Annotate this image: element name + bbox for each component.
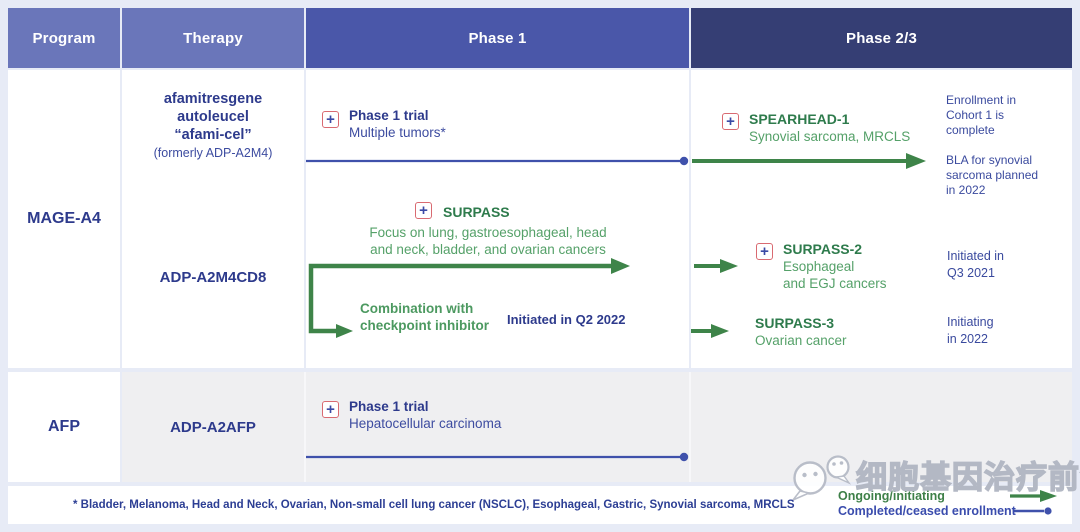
surpass-subtitle-line2: and neck, bladder, and ovarian cancers <box>370 242 606 257</box>
afami-phase1-completed-line <box>306 156 689 166</box>
note-enrollment: Enrollment in Cohort 1 is complete <box>946 93 1017 137</box>
header-phase23: Phase 2/3 <box>691 8 1072 68</box>
afp-phase1-title: Phase 1 trial <box>349 399 429 414</box>
surpass-title: SURPASS <box>443 204 510 220</box>
afp-phase1-subtitle: Hepatocellular carcinoma <box>349 416 502 431</box>
therapy-afami-cel: afamitresgene autoleucel “afami-cel” (fo… <box>122 90 304 161</box>
divider <box>304 70 306 368</box>
surpass-ongoing-arrow <box>308 258 630 338</box>
plus-icon[interactable]: + <box>722 113 739 130</box>
plus-icon[interactable]: + <box>756 243 773 260</box>
therapy-name-line: “afami-cel” <box>174 127 252 143</box>
header-phase1: Phase 1 <box>306 8 689 68</box>
therapy-adp-a2afp: ADP-A2AFP <box>170 418 256 436</box>
program-afp: AFP <box>48 418 80 435</box>
surpass2-ongoing-arrow <box>694 259 738 273</box>
therapy-adp-a2m4cd8: ADP-A2M4CD8 <box>159 269 267 286</box>
surpass3-subtitle: Ovarian cancer <box>755 333 847 348</box>
combo-line1: Combination with <box>360 301 474 316</box>
legend-completed-label: Completed/ceased enrollment <box>838 504 1016 518</box>
therapy-name-line: afamitresgene <box>163 91 263 107</box>
therapy-name-line: autoleucel <box>177 109 249 125</box>
footnote-band <box>8 486 1072 524</box>
legend-ongoing-arrow <box>1010 490 1057 502</box>
divider <box>689 70 691 368</box>
watermark-text: 细胞基因治疗前沿 <box>855 459 1080 495</box>
surpass3-ongoing-arrow <box>691 324 729 338</box>
header-therapy: Therapy <box>122 8 304 68</box>
divider <box>120 70 122 368</box>
footnote-text: * Bladder, Melanoma, Head and Neck, Ovar… <box>73 499 795 511</box>
spearhead-title: SPEARHEAD-1 <box>749 111 850 127</box>
row-mage-a4 <box>8 70 1072 368</box>
combo-line2: checkpoint inhibitor <box>360 318 490 333</box>
afp-phase1-completed-line <box>306 452 689 462</box>
row-afp <box>122 372 1072 482</box>
surpass2-subtitle-line1: Esophageal <box>783 259 855 274</box>
surpass3-status-line1: Initiating <box>947 315 994 329</box>
surpass3-title: SURPASS-3 <box>755 315 835 331</box>
spearhead-subtitle: Synovial sarcoma, MRCLS <box>749 129 911 144</box>
header-program: Program <box>8 8 120 68</box>
surpass3-status-line2: in 2022 <box>947 332 989 346</box>
plus-icon[interactable]: + <box>415 202 432 219</box>
surpass2-status-line2: Q3 2021 <box>947 266 995 280</box>
surpass2-status-line1: Initiated in <box>947 249 1004 263</box>
plus-icon[interactable]: + <box>322 111 339 128</box>
wechat-icon <box>792 455 852 501</box>
program-mage-a4: MAGE-A4 <box>27 210 101 227</box>
surpass2-title: SURPASS-2 <box>783 241 863 257</box>
combo-status: Initiated in Q2 2022 <box>507 312 626 327</box>
therapy-former-name: (formerly ADP-A2M4) <box>153 146 273 160</box>
legend-ongoing-label: Ongoing/initiating <box>838 489 945 503</box>
surpass2-subtitle-line2: and EGJ cancers <box>783 276 887 291</box>
divider <box>689 372 691 482</box>
plus-icon[interactable]: + <box>322 401 339 418</box>
afami-phase1-subtitle: Multiple tumors* <box>349 125 446 140</box>
note-bla: BLA for synovial sarcoma planned in 2022 <box>946 153 1039 197</box>
afami-phase1-title: Phase 1 trial <box>349 108 429 123</box>
row-afp-program-cell <box>8 372 120 482</box>
divider <box>304 372 306 482</box>
surpass-subtitle-line1: Focus on lung, gastroesophageal, head <box>369 225 607 240</box>
legend-completed-line <box>1014 507 1052 515</box>
spearhead-ongoing-arrow <box>692 153 926 169</box>
